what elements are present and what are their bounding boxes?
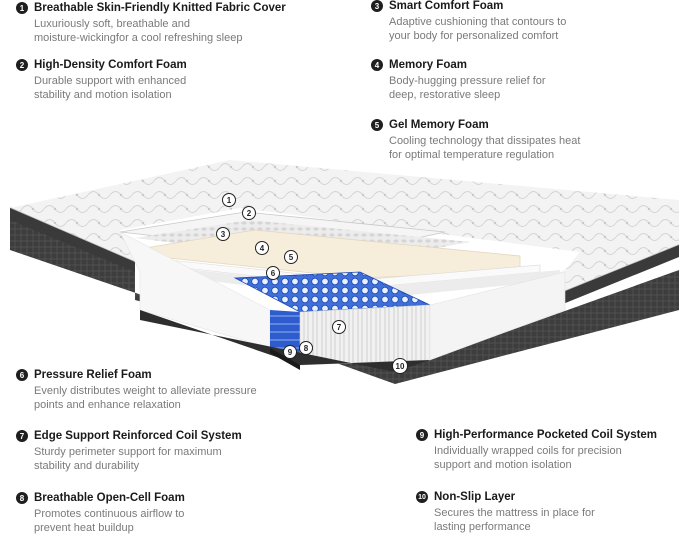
callout-label-5: 5 xyxy=(289,253,294,262)
callout-label-6: 6 xyxy=(271,269,276,278)
callout-marker-3 xyxy=(216,227,230,241)
callout-label-10: 10 xyxy=(396,362,405,371)
callout-marker-5 xyxy=(284,250,298,264)
feature-2: 2 High-Density Comfort Foam Durable suppo… xyxy=(16,59,284,102)
callout-label-1: 1 xyxy=(227,196,232,205)
number-badge-2: 2 xyxy=(16,59,28,71)
feature-title: Breathable Skin-Friendly Knitted Fabric … xyxy=(34,2,286,14)
callout-marker-1 xyxy=(222,193,236,207)
callout-label-2: 2 xyxy=(247,209,252,218)
feature-title: Non-Slip Layer xyxy=(434,491,516,503)
callout-label-7: 7 xyxy=(337,323,342,332)
number-badge-1: 1 xyxy=(16,2,28,14)
number-badge-5: 5 xyxy=(371,119,383,131)
feature-9: 9 High-Performance Pocketed Coil System I… xyxy=(416,429,679,472)
callout-label-8: 8 xyxy=(304,344,309,353)
callout-marker-8 xyxy=(299,341,313,355)
callout-marker-9 xyxy=(283,345,297,359)
feature-4: 4 Memory Foam Body-hugging pressure relie… xyxy=(371,59,639,102)
callout-label-9: 9 xyxy=(288,348,293,357)
feature-description: Individually wrapped coils for precision… xyxy=(434,445,622,471)
feature-8: 8 Breathable Open-Cell Foam Promotes cont… xyxy=(16,492,284,535)
callout-marker-7 xyxy=(332,320,346,334)
feature-title: High-Density Comfort Foam xyxy=(34,59,187,71)
feature-title: Breathable Open-Cell Foam xyxy=(34,492,185,504)
feature-1: 1 Breathable Skin-Friendly Knitted Fabric… xyxy=(16,2,286,45)
feature-title: Edge Support Reinforced Coil System xyxy=(34,430,242,442)
feature-title: Gel Memory Foam xyxy=(389,119,489,131)
feature-5: 5 Gel Memory Foam Cooling technology that… xyxy=(371,119,639,162)
number-badge-6: 6 xyxy=(16,369,28,381)
number-badge-4: 4 xyxy=(371,59,383,71)
callout-marker-6 xyxy=(266,266,280,280)
number-badge-8: 8 xyxy=(16,492,28,504)
callout-marker-4 xyxy=(255,241,269,255)
feature-title: High-Performance Pocketed Coil System xyxy=(434,429,658,441)
feature-title: Smart Comfort Foam xyxy=(389,0,504,12)
number-badge-7: 7 xyxy=(16,430,28,442)
callout-label-4: 4 xyxy=(260,244,265,253)
feature-7: 7 Edge Support Reinforced Coil System Stu… xyxy=(16,430,284,473)
feature-6: 6 Pressure Relief Foam Evenly distributes… xyxy=(16,369,334,412)
feature-description: Evenly distributes weight to alleviate p… xyxy=(34,385,257,411)
number-badge-9: 9 xyxy=(416,429,428,441)
callout-label-3: 3 xyxy=(221,230,226,239)
mattress-cross-section-illustration: 1 2 3 4 5 6 7 8 9 10 xyxy=(9,160,679,384)
number-badge-3: 3 xyxy=(371,0,383,12)
feature-title: Pressure Relief Foam xyxy=(34,369,152,381)
number-badge-10: 10 xyxy=(416,491,428,503)
feature-3: 3 Smart Comfort Foam Adaptive cushioning … xyxy=(371,0,639,43)
feature-title: Memory Foam xyxy=(389,59,467,71)
feature-10: 10 Non-Slip Layer Secures the mattress in… xyxy=(416,491,679,534)
callout-marker-10 xyxy=(392,358,408,374)
callout-marker-2 xyxy=(242,206,256,220)
